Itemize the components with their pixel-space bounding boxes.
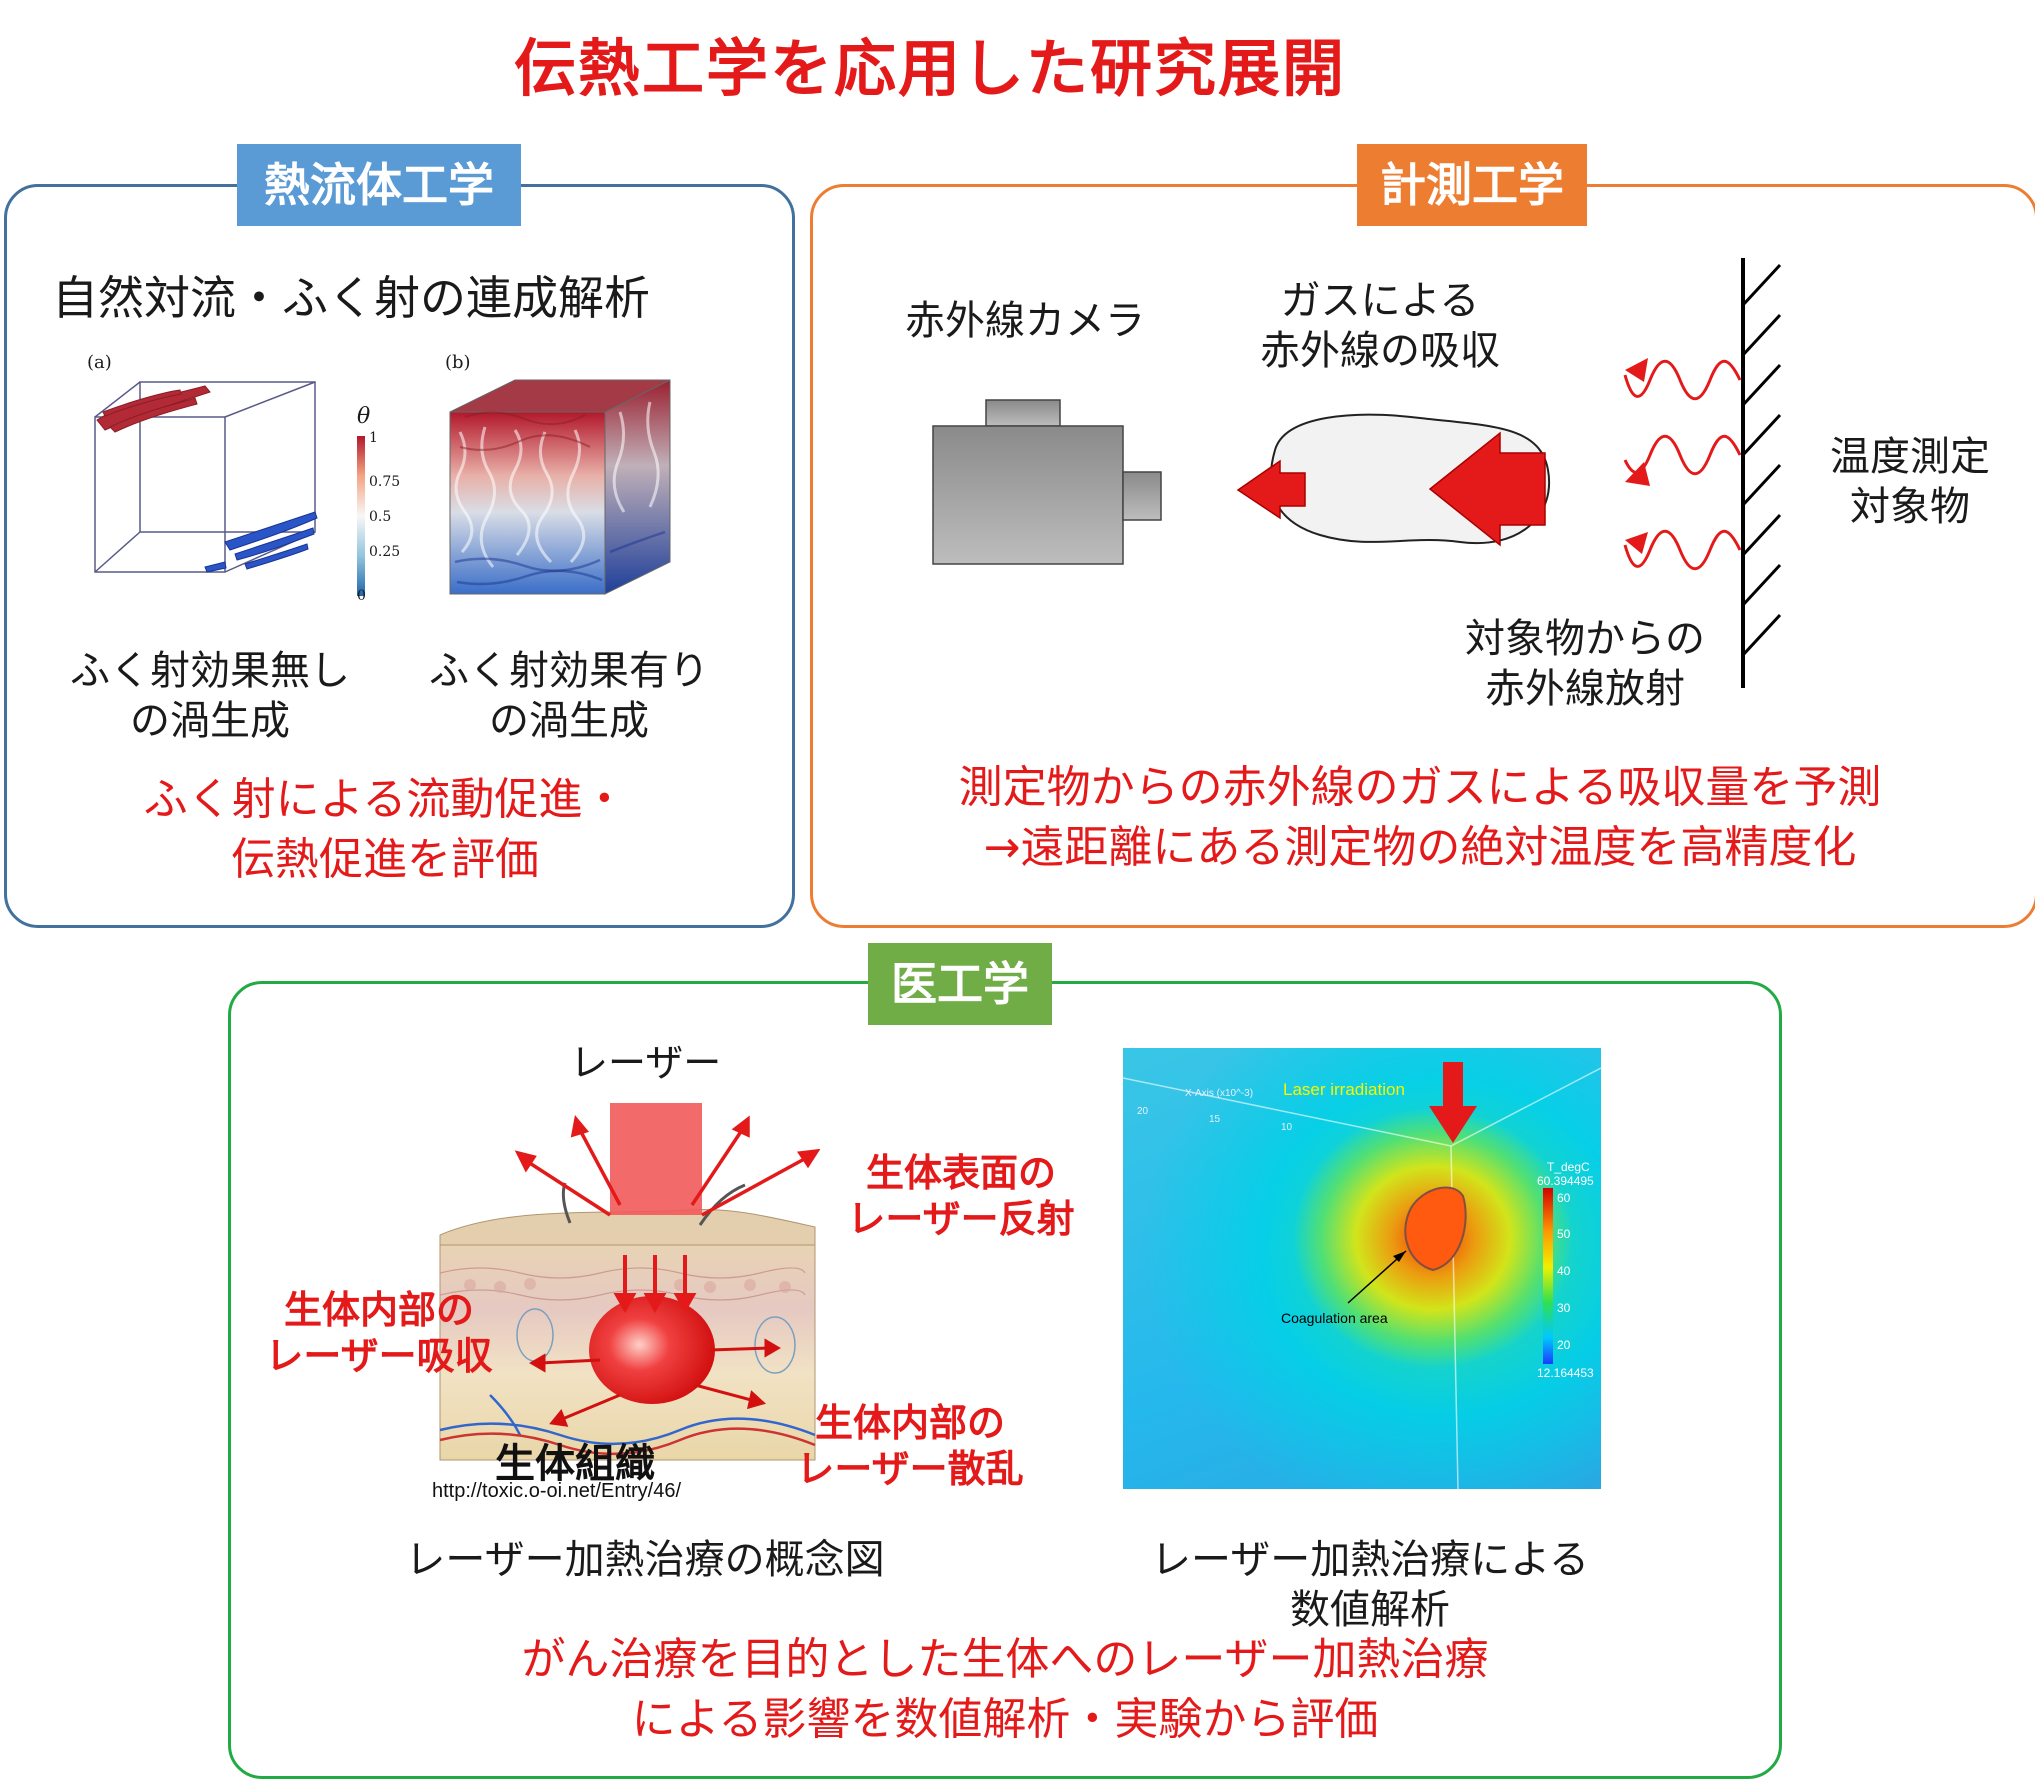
internal-absorption-label: 生体内部の レーザー吸収 [254, 1287, 504, 1379]
outgoing-arrow [1236, 459, 1306, 520]
sim-colorbar-min: 12.164453 [1537, 1366, 1594, 1380]
simulation-figure: Laser irradiation X-Axis (x10^-3) 20 15 … [1123, 1048, 1601, 1489]
theta-colorbar [357, 436, 365, 596]
tissue-label: 生体組織 [495, 1441, 655, 1487]
sim-axis-tick-10: 10 [1281, 1122, 1293, 1133]
sim-axis-tick-15: 15 [1209, 1114, 1221, 1125]
fluid-heading: 自然対流・ふく射の連成解析 [52, 271, 650, 325]
caption-b-line2: の渦生成 [489, 698, 649, 744]
emission-label-line2: 赤外線放射 [1485, 666, 1685, 712]
internal-scatter-line1: 生体内部の [814, 1401, 1005, 1445]
caption-b: ふく射効果有り の渦生成 [414, 646, 724, 746]
internal-scatter-label: 生体内部の レーザー散乱 [790, 1400, 1030, 1492]
internal-absorption-line1: 生体内部の [283, 1288, 474, 1332]
sim-tick-20: 20 [1557, 1338, 1571, 1352]
theta-tick-05: 0.5 [369, 509, 392, 525]
internal-scatter-line2: レーザー散乱 [796, 1447, 1024, 1491]
measure-diagram [932, 258, 1782, 688]
source-url[interactable]: http://toxic.o-oi.net/Entry/46/ [432, 1480, 682, 1502]
theta-label: θ [357, 404, 371, 429]
measure-conclusion-line2: →遠距離にある測定物の絶対温度を高精度化 [983, 822, 1857, 873]
internal-absorption-line2: レーザー吸収 [265, 1334, 493, 1378]
sim-axis-x-label: X-Axis (x10^-3) [1185, 1088, 1254, 1099]
measure-panel-label: 計測工学 [1357, 144, 1587, 226]
medical-conclusion-line2: による影響を数値解析・実験から評価 [631, 1694, 1379, 1745]
theta-tick-025: 0.25 [369, 544, 401, 560]
sim-overlay [1123, 1062, 1601, 1489]
sim-caption-line2: 数値解析 [1290, 1587, 1450, 1633]
sim-laser-text: Laser irradiation [1283, 1080, 1405, 1099]
gas-label-line2: 赤外線の吸収 [1260, 328, 1500, 374]
target-label-line2: 対象物 [1850, 484, 1970, 530]
page-title: 伝熱工学を応用した研究展開 [513, 32, 1346, 105]
medical-conclusion: がん治療を目的とした生体へのレーザー加熱治療 による影響を数値解析・実験から評価 [240, 1630, 1770, 1750]
incoming-arrow [1428, 431, 1546, 547]
target-label: 温度測定 対象物 [1810, 432, 2010, 532]
cube-b-figure [449, 379, 671, 595]
caption-b-line1: ふく射効果有り [429, 648, 709, 694]
laser-label: レーザー [570, 1041, 722, 1085]
skin-concept-figure [439, 1103, 820, 1461]
measure-conclusion: 測定物からの赤外線のガスによる吸収量を予測 →遠距離にある測定物の絶対温度を高精… [820, 758, 2020, 878]
theta-tick-1: 1 [369, 430, 378, 446]
sim-caption-line1: レーザー加熱治療による [1151, 1537, 1589, 1583]
fluid-conclusion-line2: 伝熱促進を評価 [231, 834, 539, 885]
camera-icon [932, 399, 1162, 565]
sim-coagulation-text: Coagulation area [1281, 1310, 1388, 1326]
fluid-panel-label: 熱流体工学 [237, 144, 521, 226]
fluid-conclusion-line1: ふく射による流動促進・ [143, 774, 627, 825]
measure-conclusion-line1: 測定物からの赤外線のガスによる吸収量を予測 [958, 762, 1882, 813]
sim-tick-40: 40 [1557, 1264, 1571, 1278]
sim-caption: レーザー加熱治療による 数値解析 [1120, 1535, 1620, 1635]
caption-a: ふく射効果無し の渦生成 [55, 646, 365, 746]
gas-label: ガスによる 赤外線の吸収 [1230, 276, 1530, 376]
surface-reflection-label: 生体表面の レーザー反射 [836, 1150, 1086, 1242]
target-label-line1: 温度測定 [1830, 434, 1990, 480]
gas-label-line1: ガスによる [1280, 278, 1480, 324]
sim-colorbar-max: 60.394495 [1537, 1174, 1594, 1188]
surface-reflection-line2: レーザー反射 [847, 1197, 1075, 1241]
cube-a-figure [94, 381, 318, 573]
concept-caption: レーザー加熱治療の概念図 [405, 1537, 885, 1583]
surface-reflection-line1: 生体表面の [865, 1151, 1056, 1195]
sim-tick-60: 60 [1557, 1191, 1571, 1205]
theta-tick-075: 0.75 [369, 474, 401, 490]
camera-label: 赤外線カメラ [905, 298, 1145, 344]
sim-tick-50: 50 [1557, 1227, 1571, 1241]
caption-a-line1: ふく射効果無し [70, 648, 350, 694]
theta-tick-0: 0 [357, 588, 366, 604]
fluid-conclusion: ふく射による流動促進・ 伝熱促進を評価 [30, 770, 740, 890]
sim-axis-tick-20: 20 [1137, 1106, 1149, 1117]
medical-conclusion-line1: がん治療を目的とした生体へのレーザー加熱治療 [521, 1634, 1489, 1685]
emission-label: 対象物からの 赤外線放射 [1430, 614, 1740, 714]
sim-tick-30: 30 [1557, 1301, 1571, 1315]
sub-label-a: (a) [87, 352, 112, 373]
sub-label-b: (b) [445, 352, 471, 373]
caption-a-line2: の渦生成 [130, 698, 290, 744]
medical-panel-label: 医工学 [868, 943, 1052, 1025]
sim-volume [1123, 1048, 1601, 1489]
sim-colorbar-title: T_degC [1547, 1160, 1590, 1174]
emission-label-line1: 対象物からの [1465, 616, 1705, 662]
